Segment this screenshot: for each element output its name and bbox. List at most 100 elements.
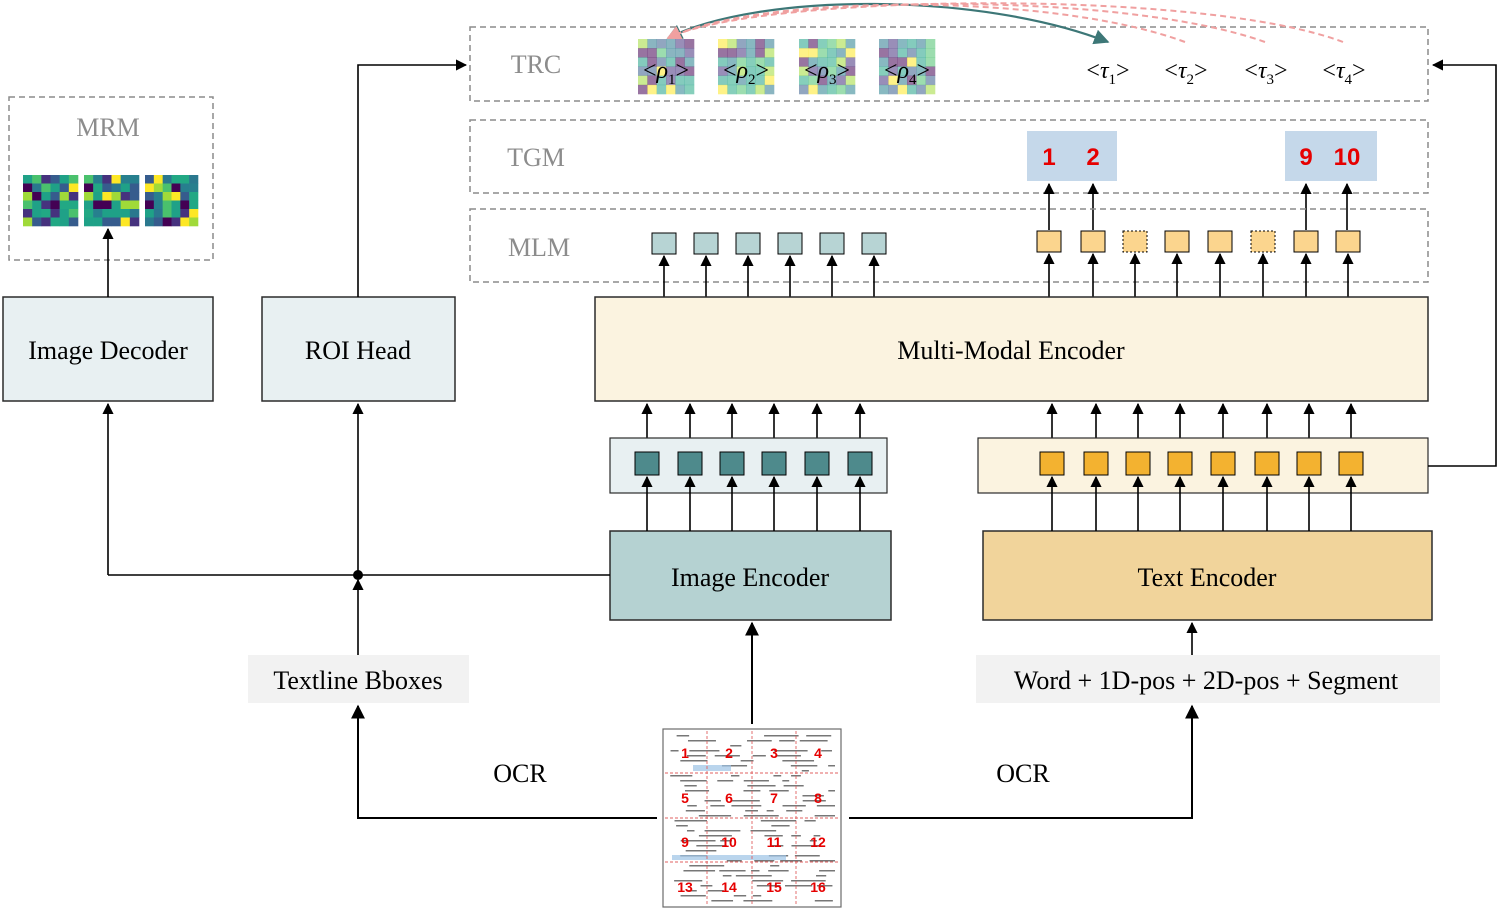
mlm-token-group: [651, 230, 1361, 297]
trc-tau-label: <τ3>: [1244, 58, 1287, 88]
tgm-number: 1: [1042, 144, 1055, 171]
image-encoder-label: Image Encoder: [671, 563, 829, 592]
textline-bboxes-input: Textline Bboxes: [248, 578, 469, 703]
trc-relation-arrow-3: [666, 3, 1266, 43]
document-grid: [665, 731, 839, 905]
mrm-patch: [23, 175, 79, 227]
image-embedding-token: [677, 451, 703, 476]
text-embedding-token: [1210, 451, 1236, 476]
mlm-text-token: [1036, 230, 1062, 253]
mrm-patch: [145, 175, 199, 227]
document-grid-number: 11: [767, 834, 782, 850]
multimodal-encoder-block: Multi-Modal Encoder: [594, 296, 1429, 438]
roi-head-label: ROI Head: [305, 336, 411, 365]
image-decoder-box: [2, 296, 214, 402]
mlm-dashed-border: [469, 208, 1429, 283]
ocr-right-label: OCR: [996, 759, 1050, 788]
image-embedding-token: [761, 451, 787, 476]
document-grid-number: 8: [814, 790, 822, 806]
image-embedding-token: [634, 451, 660, 476]
mlm-text-token: [1080, 230, 1106, 253]
mlm-image-token: [819, 232, 845, 255]
trc-rho-label: <ρ3>: [804, 58, 850, 88]
text-input-bg: [976, 655, 1440, 703]
mlm-text-token: [1335, 230, 1361, 253]
text-embedding-to-trc-arrow: [1428, 59, 1497, 467]
mlm-image-token: [777, 232, 803, 255]
document-grid-number: 5: [681, 790, 689, 806]
mlm-text-token: [1207, 230, 1233, 253]
text-input-label: Word + 1D-pos + 2D-pos + Segment: [976, 621, 1440, 703]
image-embedding-token: [804, 451, 830, 476]
mrm-label: MRM: [76, 113, 140, 142]
roi-head-box: [261, 296, 456, 402]
trc-rho-label: <ρ2>: [723, 58, 769, 88]
tgm-number: 10: [1334, 144, 1361, 171]
tgm-number: 9: [1299, 144, 1312, 171]
text-embedding-token: [1125, 451, 1151, 476]
tgm-group-1-box: [1027, 131, 1117, 181]
document-grid-number: 12: [810, 834, 826, 850]
document-grid-number: 9: [681, 834, 689, 850]
trc-relation-arrow-1: [666, 2, 1110, 45]
multimodal-encoder-box: [594, 296, 1429, 402]
mlm-masked-token: [1250, 230, 1276, 253]
mrm-panel: MRM: [8, 96, 214, 261]
text-encoder-block: Text Encoder: [982, 530, 1433, 621]
image-embedding-token: [719, 451, 745, 476]
trc-label: TRC: [511, 50, 562, 79]
multimodal-encoder-arrows: [641, 402, 1357, 438]
trc-panel: TRC <ρ1> <ρ2> <ρ3> <ρ4> <τ1> <τ2> <τ3> <τ4>: [469, 2, 1429, 102]
text-embedding-token: [1296, 451, 1322, 476]
trc-rho-label: <ρ1>: [643, 58, 689, 88]
text-embedding-token: [1083, 451, 1109, 476]
mlm-label: MLM: [508, 233, 570, 262]
document-grid-number: 10: [721, 834, 737, 850]
document-text-lines: [670, 735, 835, 902]
image-embedding-row: [609, 437, 888, 494]
document-grid-number: 6: [725, 790, 733, 806]
trc-tau-label: <τ4>: [1322, 58, 1365, 88]
trc-tau-group: <τ1> <τ2> <τ3> <τ4>: [1086, 58, 1365, 88]
image-decoder-label: Image Decoder: [28, 336, 188, 365]
trc-tau-label: <τ1>: [1086, 58, 1129, 88]
image-embedding-token: [847, 451, 873, 476]
image-encoder-block: Image Encoder: [609, 530, 892, 621]
document-grid-number: 15: [766, 879, 782, 895]
tgm-number: 2: [1086, 144, 1099, 171]
ocr-paths: OCR OCR: [351, 621, 1199, 819]
trc-rho-label: <ρ4>: [884, 58, 930, 88]
mlm-image-token: [693, 232, 719, 255]
mlm-text-token: [1293, 230, 1319, 253]
text-embedding-row: [977, 59, 1497, 494]
mlm-image-token: [861, 232, 887, 255]
roi-head-to-trc-arrow: [357, 59, 468, 297]
textline-bboxes-bg: [248, 655, 469, 703]
image-feature-routing: [102, 402, 610, 580]
mlm-image-token: [651, 232, 677, 255]
document-grid-number: 14: [721, 879, 737, 895]
document-grid-number: 4: [814, 745, 822, 761]
trc-relation-arrow-2: [666, 3, 1186, 43]
trc-tau-label: <τ2>: [1164, 58, 1207, 88]
tgm-dashed-border: [469, 119, 1429, 194]
tgm-panel: TGM 1 2 9 10: [469, 119, 1429, 230]
mlm-text-token: [1164, 230, 1190, 253]
text-encoder-box: [982, 530, 1433, 621]
tgm-group-2-box: [1285, 131, 1377, 181]
ocr-right-arrow: [849, 704, 1199, 819]
document-grid-number: 2: [725, 745, 733, 761]
document-grid-number: 7: [770, 790, 778, 806]
tgm-label: TGM: [507, 143, 565, 172]
trc-rho-patch: [638, 39, 695, 95]
roi-head-block: ROI Head: [261, 59, 468, 402]
mrm-patch: [84, 175, 140, 227]
document-grid-number: 16: [810, 879, 826, 895]
text-embedding-token: [1167, 451, 1193, 476]
document-grid-number: 13: [677, 879, 693, 895]
mrm-dashed-border: [8, 96, 214, 261]
ocr-left-arrow: [351, 704, 657, 819]
mlm-panel: MLM: [469, 208, 1429, 297]
